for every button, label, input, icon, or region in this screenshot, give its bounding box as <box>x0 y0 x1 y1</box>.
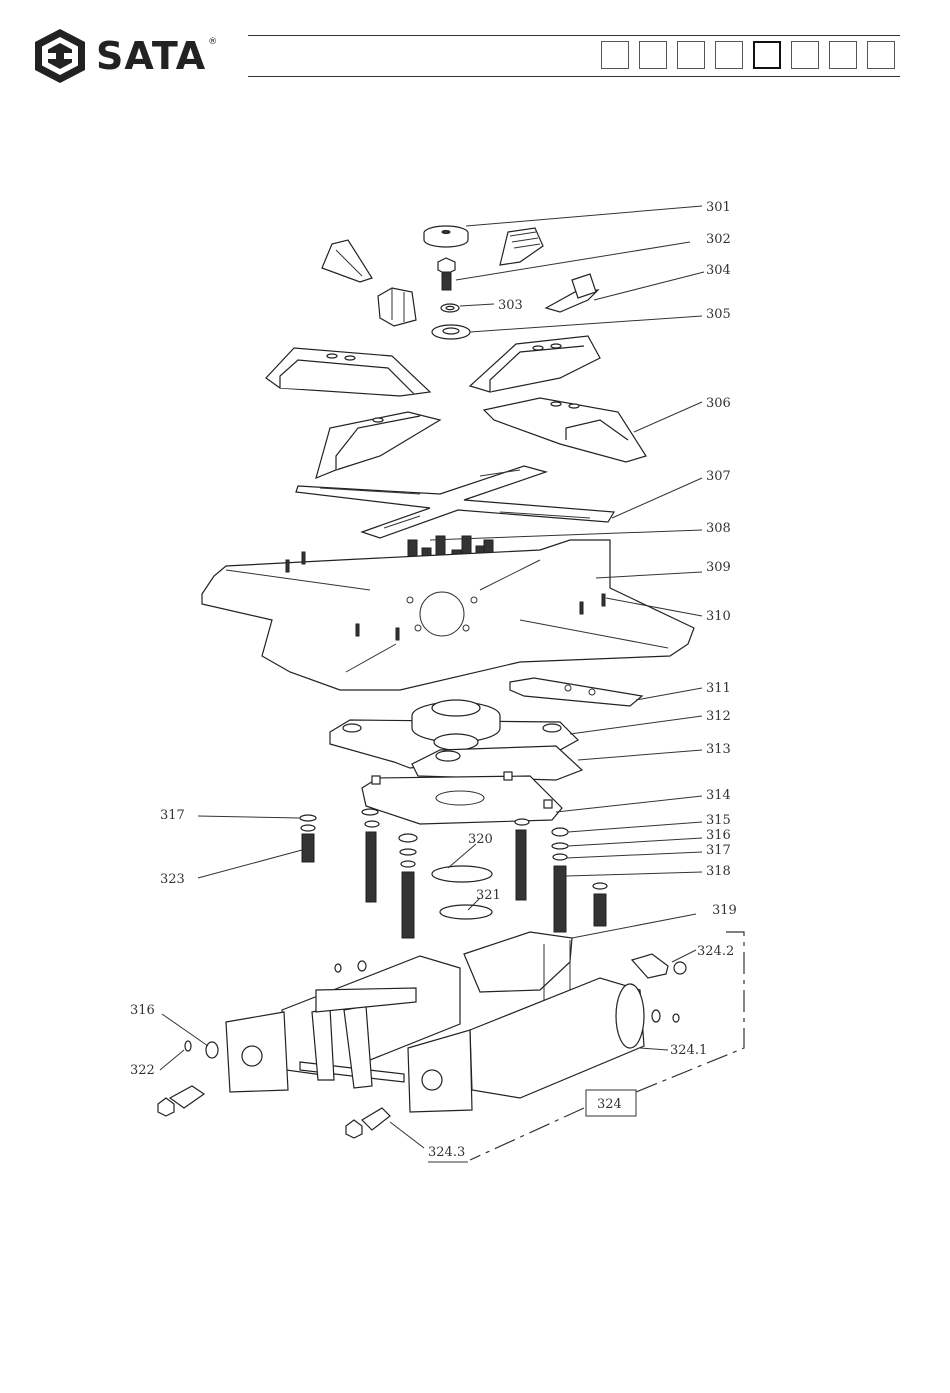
callout-323: 323 <box>160 872 185 887</box>
callout-307: 307 <box>706 469 731 484</box>
callout-322: 322 <box>130 1063 155 1078</box>
callout-319: 319 <box>712 903 737 918</box>
callout-302: 302 <box>706 232 731 247</box>
part-bolts-left[interactable] <box>300 809 529 938</box>
part-304-clip-right[interactable] <box>546 274 598 312</box>
callout-308: 308 <box>706 521 731 536</box>
callout-301: 301 <box>706 200 731 215</box>
part-304-clip-top-right[interactable] <box>500 228 543 265</box>
part-311-bar[interactable] <box>510 678 642 706</box>
callout-318: 318 <box>706 864 731 879</box>
callout-317: 317 <box>706 843 731 858</box>
callout-303: 303 <box>498 298 523 313</box>
callout-316-left: 316 <box>130 1003 155 1018</box>
part-306-pad-upper-left[interactable] <box>266 348 430 396</box>
part-313-plate[interactable] <box>412 746 582 780</box>
callout-312: 312 <box>706 709 731 724</box>
callout-324-3: 324.3 <box>428 1145 465 1160</box>
part-309-base-plate[interactable] <box>202 540 694 690</box>
callout-310: 310 <box>706 609 731 624</box>
callout-313: 313 <box>706 742 731 757</box>
part-321-snap-ring[interactable] <box>440 905 492 919</box>
callout-314: 314 <box>706 788 731 803</box>
part-306-pad-upper-right[interactable] <box>470 336 600 392</box>
part-314-mount-plate[interactable] <box>362 772 562 824</box>
callout-316: 316 <box>706 828 731 843</box>
callout-305: 305 <box>706 307 731 322</box>
callout-311: 311 <box>706 681 731 696</box>
callout-321: 321 <box>476 888 501 903</box>
part-324-2-fitting[interactable] <box>632 954 686 978</box>
callout-306: 306 <box>706 396 731 411</box>
part-319-bracket[interactable] <box>464 932 572 1000</box>
part-324-3-fitting-bottom[interactable] <box>346 1108 390 1138</box>
part-306-pad-lower-right[interactable] <box>484 398 646 462</box>
callout-309: 309 <box>706 560 731 575</box>
callout-317-left: 317 <box>160 808 185 823</box>
part-307-cross-shim[interactable] <box>296 466 614 538</box>
part-302-bolt[interactable] <box>438 258 455 290</box>
part-306-pad-lower-left[interactable] <box>316 412 440 478</box>
callout-304: 304 <box>706 263 731 278</box>
part-320-seal-ring[interactable] <box>432 866 492 882</box>
callout-324-2: 324.2 <box>697 944 734 959</box>
part-305-washer[interactable] <box>432 325 470 339</box>
part-322-324-3-fittings-left[interactable] <box>158 1041 218 1116</box>
callout-324: 324 <box>597 1097 622 1112</box>
part-315-318-bolt-stack[interactable] <box>552 828 607 932</box>
callout-315: 315 <box>706 813 731 828</box>
part-301-cap[interactable] <box>424 226 468 247</box>
part-304-clip-top-left[interactable] <box>322 240 372 282</box>
part-303-lock-washer[interactable] <box>441 304 459 312</box>
callout-324-1: 324.1 <box>670 1043 707 1058</box>
part-304-block-left[interactable] <box>378 288 416 326</box>
callout-320: 320 <box>468 832 493 847</box>
